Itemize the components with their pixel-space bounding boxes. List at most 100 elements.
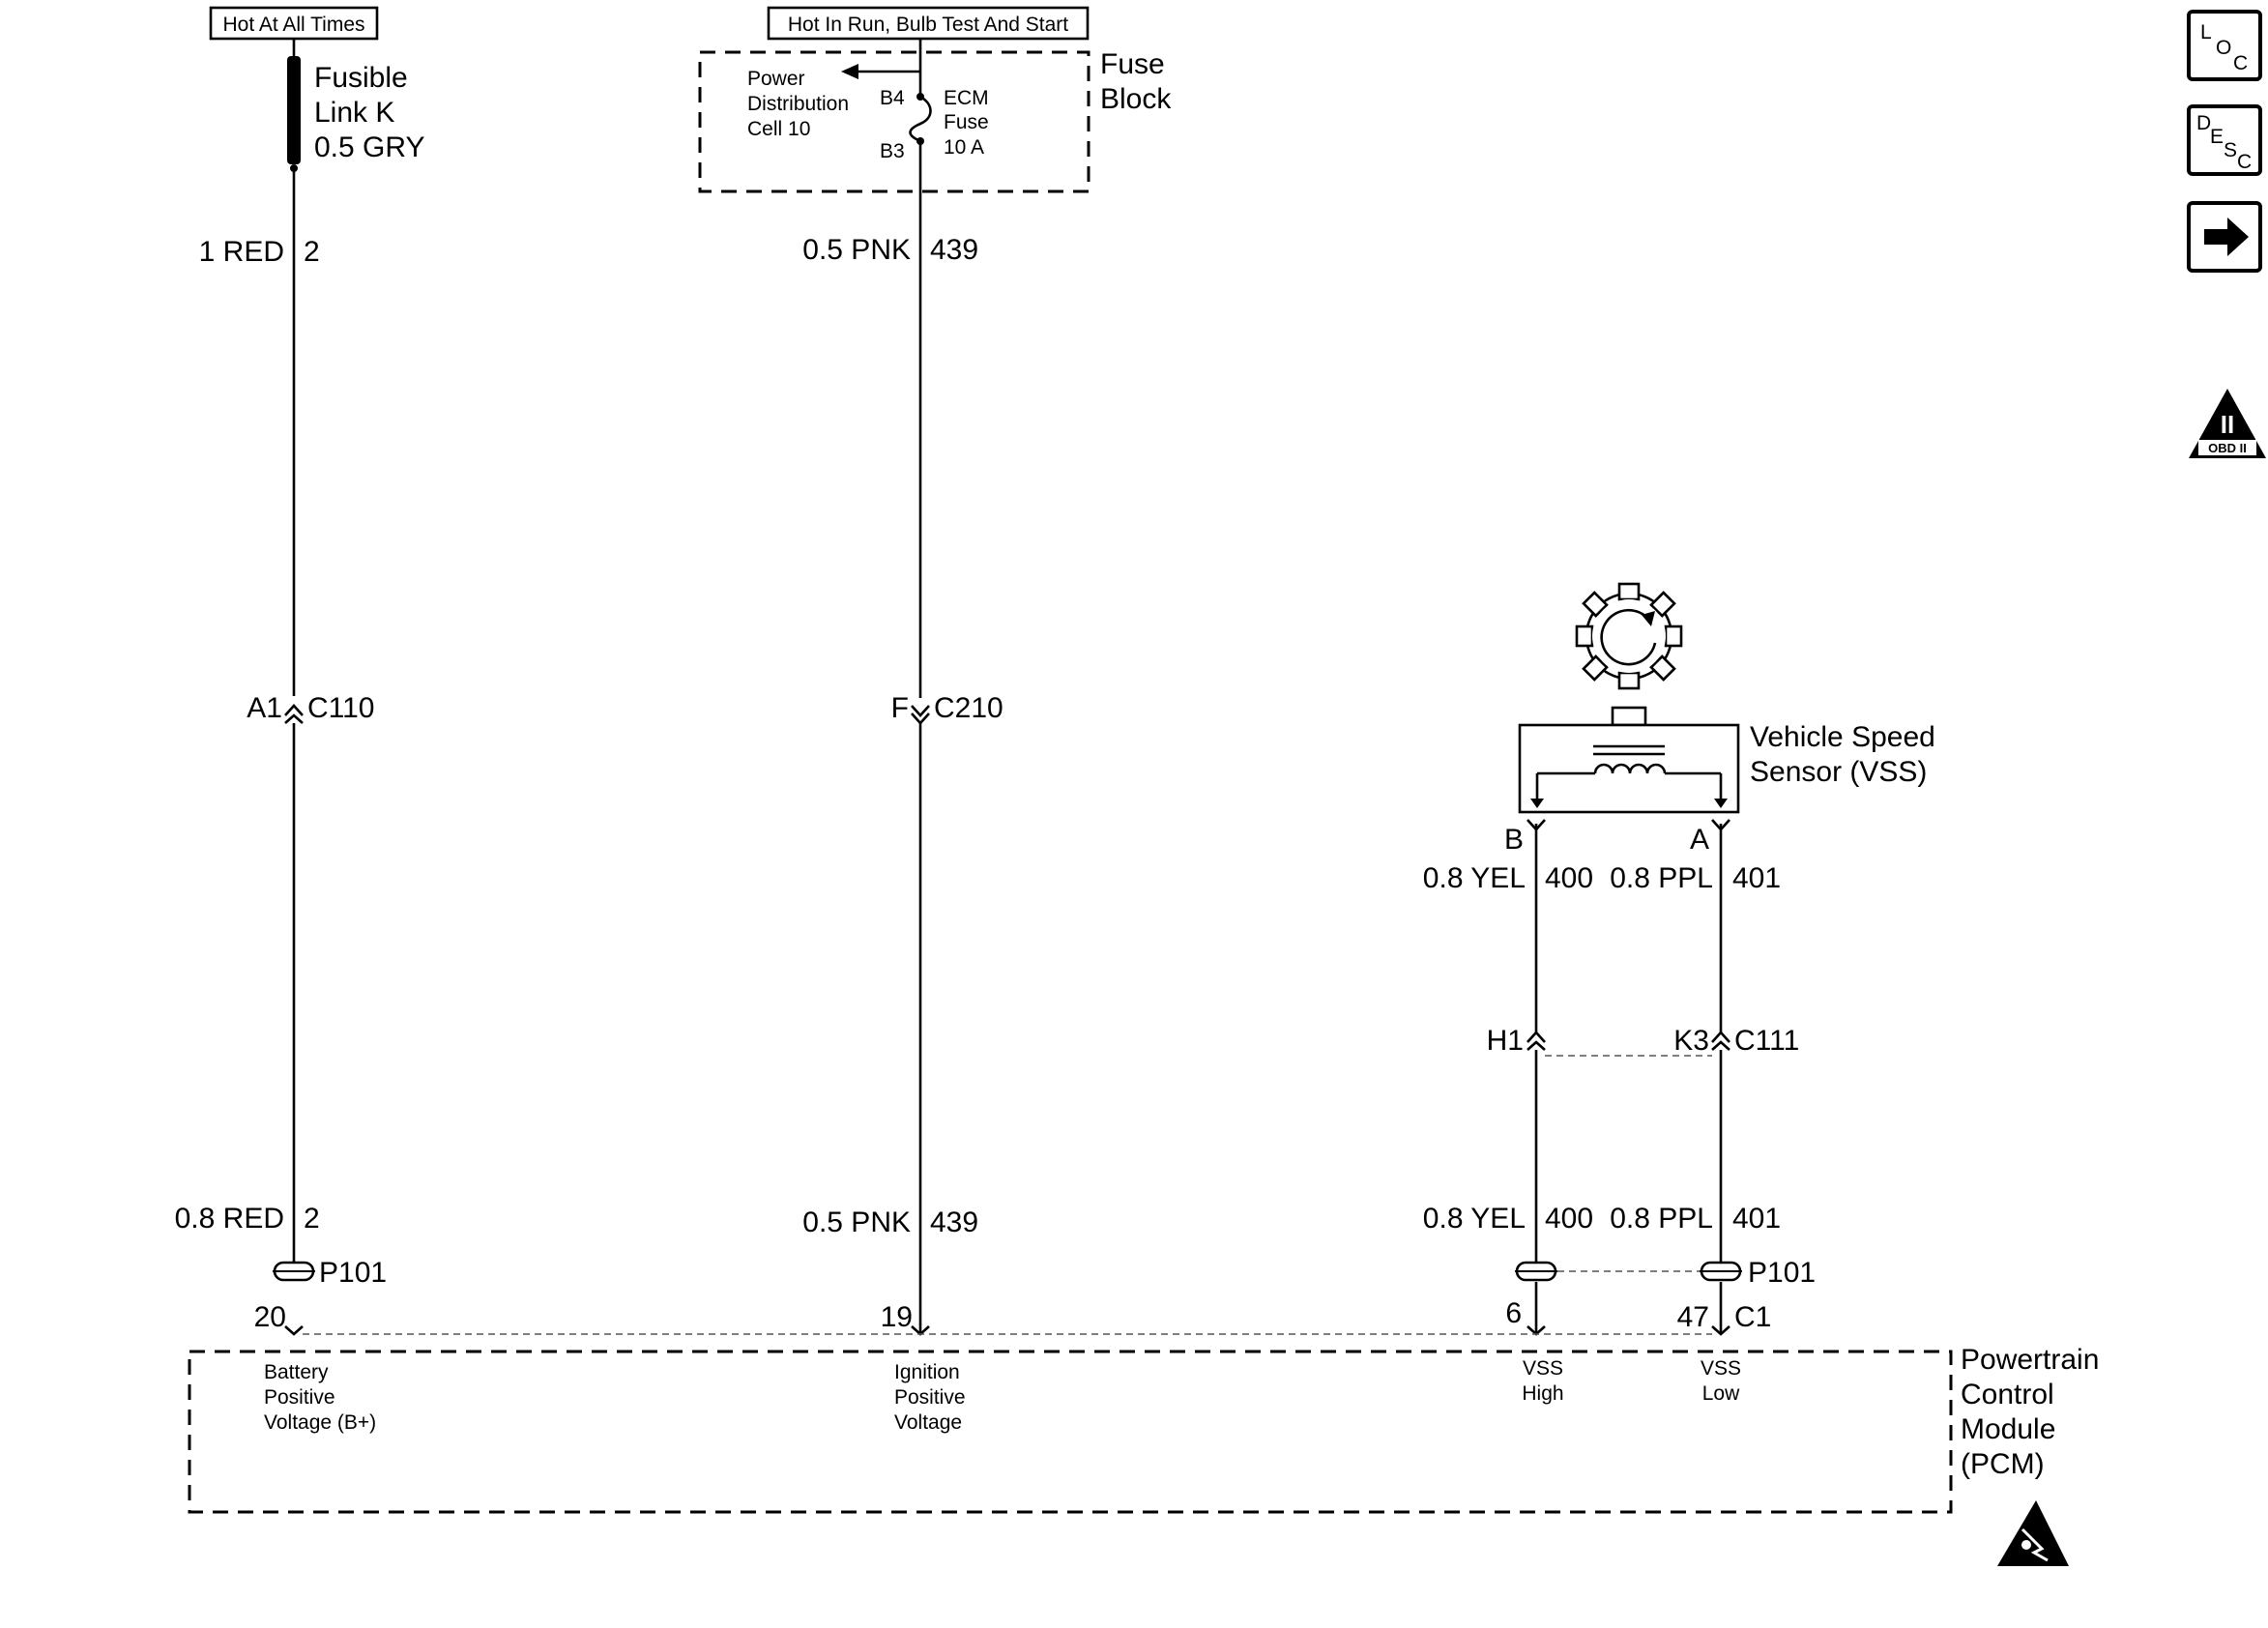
pcm-ignition-line3: Voltage bbox=[894, 1411, 962, 1434]
c110-male-icon bbox=[284, 713, 304, 724]
fusible-link-symbol bbox=[287, 56, 301, 164]
w4-bot-color: 0.8 PPL bbox=[1610, 1203, 1713, 1235]
w2-top-color: 0.5 PNK bbox=[802, 234, 911, 266]
w1-bot-circuit: 2 bbox=[304, 1203, 320, 1235]
c111-label: C111 bbox=[1734, 1025, 1799, 1057]
ecm-fuse-line1: ECM bbox=[944, 87, 989, 109]
connector-c111: H1 K3 C111 bbox=[1487, 1025, 1800, 1057]
ecm-fuse-symbol bbox=[909, 95, 932, 143]
desc-letter-s: S bbox=[2224, 139, 2237, 161]
right-arrow-icon bbox=[2204, 218, 2249, 256]
c111-k3-male-icon bbox=[1711, 1040, 1730, 1051]
pcm-pin-20-icon bbox=[284, 1325, 304, 1336]
esd-warning-icon bbox=[1997, 1500, 2069, 1566]
pcm-ignition-line2: Positive bbox=[894, 1386, 966, 1409]
fusible-link-line2: Link K bbox=[314, 97, 394, 129]
hot-in-run-text: Hot In Run, Bulb Test And Start bbox=[788, 14, 1068, 36]
pcm-vss-low-line1: VSS bbox=[1701, 1357, 1741, 1380]
loc-letter-l: L bbox=[2200, 21, 2212, 44]
vss-title-line2: Sensor (VSS) bbox=[1750, 756, 1927, 788]
w1-top-color: 1 RED bbox=[199, 236, 284, 268]
obd-numeral: II bbox=[2221, 410, 2234, 439]
w3-top-circuit: 400 bbox=[1545, 862, 1593, 894]
p101-left-label: P101 bbox=[319, 1257, 387, 1289]
hot-at-all-times-label: Hot At All Times bbox=[209, 6, 379, 41]
c111-k3-female-icon bbox=[1711, 1031, 1730, 1043]
fuse-block: Fuse Block Power Distribution Cell 10 B4… bbox=[698, 39, 1172, 193]
hot-in-run-label: Hot In Run, Bulb Test And Start bbox=[767, 6, 1090, 41]
reluctor-gear-icon bbox=[1575, 582, 1683, 690]
power-dist-line2: Distribution bbox=[747, 93, 849, 115]
vss-pin-a: A bbox=[1690, 824, 1709, 856]
w2-bot-circuit: 439 bbox=[930, 1206, 978, 1238]
c110-label: C110 bbox=[307, 692, 375, 724]
desc-letter-d: D bbox=[2196, 112, 2211, 134]
ecm-fuse-line2: Fuse bbox=[944, 111, 989, 133]
sensor-coil-icon bbox=[1530, 744, 1728, 808]
p101-right-label: P101 bbox=[1748, 1257, 1816, 1289]
pcm-pin-47: 47 bbox=[1677, 1301, 1709, 1333]
connector-p101-right: P101 bbox=[1515, 1257, 1816, 1289]
desc-button[interactable]: D E S C bbox=[2187, 104, 2262, 176]
pcm-battery-line2: Positive bbox=[264, 1386, 335, 1409]
obd-ii-button[interactable]: II OBD II bbox=[2189, 389, 2266, 458]
pcm-title-line3: Module bbox=[1961, 1413, 2055, 1445]
loc-letter-o: O bbox=[2216, 37, 2231, 59]
pcm-battery-line1: Battery bbox=[264, 1361, 329, 1383]
pcm-pin-20: 20 bbox=[254, 1301, 286, 1333]
connector-c210: F C210 bbox=[891, 692, 1003, 725]
w3-bot-circuit: 400 bbox=[1545, 1203, 1593, 1235]
fuse-block-title2: Block bbox=[1100, 83, 1172, 115]
fusible-link-k: Fusible Link K 0.5 GRY bbox=[287, 39, 425, 172]
power-dist-line3: Cell 10 bbox=[747, 118, 810, 140]
pcm-battery-line3: Voltage (B+) bbox=[264, 1411, 376, 1434]
fuse-pin-b3: B3 bbox=[880, 140, 905, 162]
w4-top-circuit: 401 bbox=[1732, 862, 1781, 894]
c111-h1-male-icon bbox=[1527, 1040, 1546, 1051]
loc-letter-c: C bbox=[2233, 52, 2248, 74]
hot-at-all-times-text: Hot At All Times bbox=[222, 14, 364, 36]
pcm-pin-6: 6 bbox=[1505, 1297, 1522, 1329]
pcm-module: 20 19 6 47 C1 Battery Positive Voltage (… bbox=[188, 1297, 2099, 1514]
vehicle-speed-sensor: Vehicle Speed Sensor (VSS) B A bbox=[1504, 582, 1935, 856]
w2-bot-color: 0.5 PNK bbox=[802, 1206, 911, 1238]
c210-female-icon bbox=[911, 705, 930, 717]
pcm-connector-c1: C1 bbox=[1734, 1301, 1771, 1333]
connector-p101-left: P101 bbox=[273, 1257, 387, 1289]
loc-button[interactable]: L O C bbox=[2187, 10, 2262, 81]
next-arrow-button[interactable] bbox=[2187, 201, 2262, 273]
c111-pin-k3: K3 bbox=[1673, 1025, 1709, 1057]
pcm-title-line4: (PCM) bbox=[1961, 1448, 2045, 1480]
w1-bot-color: 0.8 RED bbox=[175, 1203, 284, 1235]
desc-letter-c: C bbox=[2237, 151, 2252, 173]
c210-label: C210 bbox=[934, 692, 1003, 724]
pcm-vss-low-line2: Low bbox=[1702, 1382, 1740, 1405]
wire-ignition-positive: 0.5 PNK 439 0.5 PNK 439 bbox=[802, 141, 978, 1334]
c210-pin: F bbox=[891, 692, 909, 724]
c110-female-icon bbox=[284, 704, 304, 716]
pcm-ignition-line1: Ignition bbox=[894, 1361, 960, 1383]
wire-vss-high: 0.8 YEL 400 0.8 YEL 400 bbox=[1423, 824, 1593, 1334]
fusible-link-line3: 0.5 GRY bbox=[314, 131, 425, 163]
c210-male-icon bbox=[911, 712, 930, 725]
w2-top-circuit: 439 bbox=[930, 234, 978, 266]
wire-vss-low: 0.8 PPL 401 0.8 PPL 401 bbox=[1610, 824, 1781, 1334]
c110-pin: A1 bbox=[247, 692, 282, 724]
w1-top-circuit: 2 bbox=[304, 236, 320, 268]
connector-c110: A1 C110 bbox=[247, 692, 374, 724]
wire-battery-positive: 1 RED 2 0.8 RED 2 bbox=[175, 168, 320, 1272]
w3-bot-color: 0.8 YEL bbox=[1423, 1203, 1526, 1235]
pcm-pin-47-icon bbox=[1711, 1325, 1730, 1336]
pcm-pin-19: 19 bbox=[881, 1301, 913, 1333]
pcm-vss-high-line2: High bbox=[1522, 1382, 1563, 1405]
pcm-title-line2: Control bbox=[1961, 1379, 2054, 1410]
pcm-title-line1: Powertrain bbox=[1961, 1344, 2099, 1376]
c111-h1-female-icon bbox=[1527, 1031, 1546, 1043]
obd-label: OBD II bbox=[2208, 441, 2247, 455]
desc-letter-e: E bbox=[2210, 126, 2224, 148]
vss-pin-b: B bbox=[1504, 824, 1524, 856]
w3-top-color: 0.8 YEL bbox=[1423, 862, 1526, 894]
power-distribution-arrow-icon bbox=[841, 64, 858, 79]
fuse-block-title1: Fuse bbox=[1100, 48, 1165, 80]
